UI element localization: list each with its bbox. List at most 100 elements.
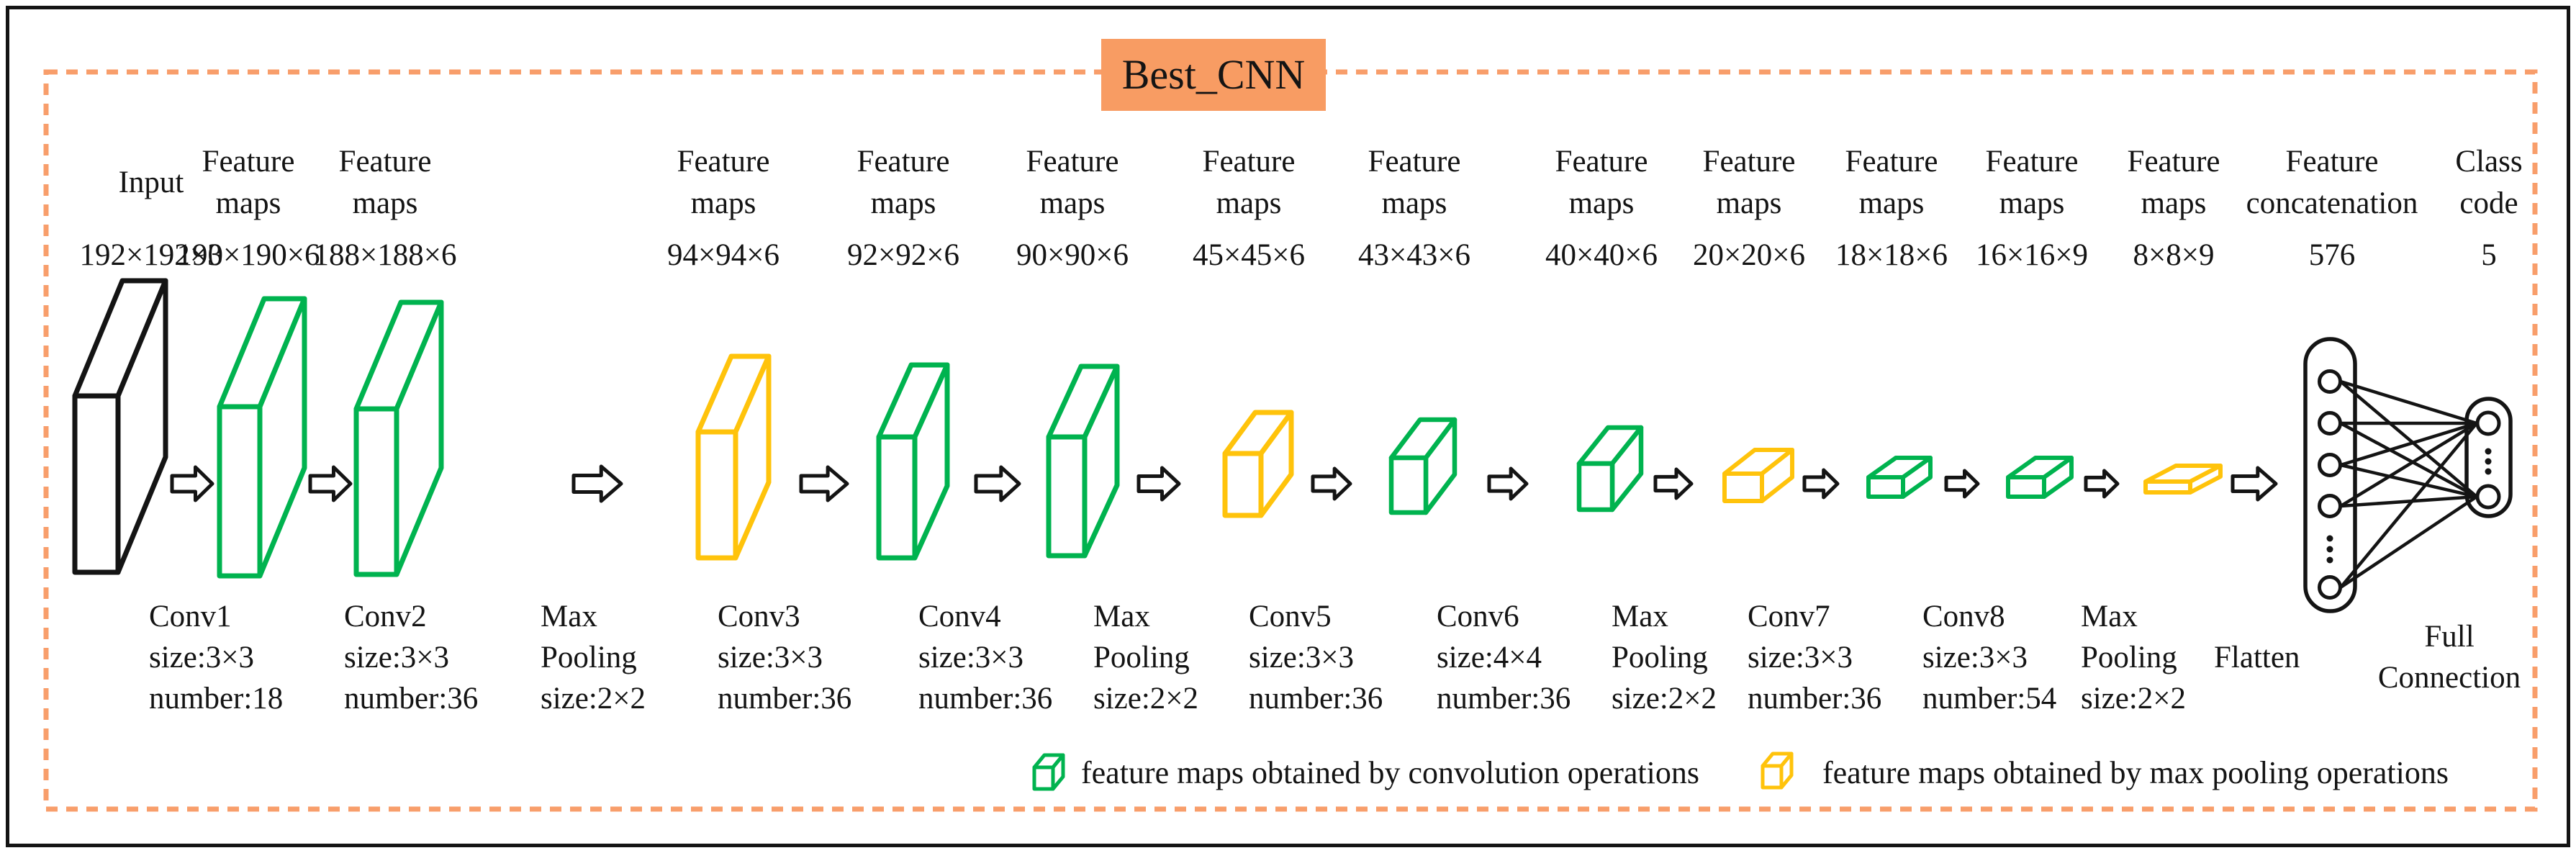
flow-arrow — [1487, 466, 1529, 501]
layer-label-input: Input 192×192×3 — [79, 141, 222, 276]
neuron-node — [2318, 494, 2342, 518]
conv-feature-map-box — [1576, 461, 1615, 513]
neuron-node — [2318, 411, 2342, 435]
layer-dim: 16×16×9 — [1975, 238, 2089, 272]
ellipsis-dot — [2485, 468, 2492, 475]
pool-feature-map-box — [1722, 471, 1764, 503]
ellipsis-dot — [2326, 535, 2333, 542]
flow-arrow — [571, 464, 623, 503]
ellipsis-dot — [2326, 556, 2333, 564]
pool-feature-map-box — [1222, 451, 1264, 518]
flow-arrow — [799, 465, 849, 502]
flow-arrow — [1653, 467, 1694, 500]
pool-feature-map-box — [695, 429, 738, 561]
flow-arrow — [974, 465, 1021, 502]
neuron-node — [2475, 484, 2501, 510]
neuron-node — [2475, 410, 2501, 436]
pool-feature-map-box — [2143, 479, 2192, 495]
flow-arrow — [170, 465, 214, 502]
connection-line — [2339, 422, 2478, 498]
connection-line — [2340, 379, 2477, 425]
connection-line — [2340, 495, 2477, 508]
layer-dim: 188×188×6 — [313, 238, 457, 272]
neuron-node — [2318, 453, 2342, 477]
layer-name: Input — [118, 166, 184, 199]
legend-conv-label: feature maps obtained by convolution ope… — [1081, 755, 1699, 790]
layer-dim: 18×18×6 — [1835, 238, 1948, 272]
layer-dim: 45×45×6 — [1192, 238, 1306, 272]
legend-pool-label: feature maps obtained by max pooling ope… — [1822, 755, 2449, 790]
conv-feature-map-box — [876, 434, 918, 561]
neuron-node — [2318, 575, 2342, 600]
connection-line — [2339, 422, 2478, 507]
conv-feature-map-box — [2006, 475, 2046, 499]
green-cube-icon — [1032, 765, 1055, 791]
layer-dim: 576 — [2308, 238, 2356, 272]
conv-feature-map-box — [217, 404, 263, 579]
connection-line — [2339, 495, 2478, 589]
ellipsis-dot — [2485, 448, 2492, 455]
connection-line — [2340, 463, 2477, 499]
input-box — [72, 393, 121, 575]
diagram-title: Best_CNN — [1101, 39, 1326, 111]
flow-arrow — [1311, 466, 1352, 501]
flow-arrow — [2231, 466, 2278, 502]
flow-arrow — [2084, 469, 2120, 499]
ellipsis-dot — [2326, 546, 2333, 553]
layer-dim: 190×190×6 — [176, 238, 320, 272]
neuron-node — [2318, 369, 2342, 394]
connection-line — [2339, 422, 2478, 589]
op-label-flatten: Flatten — [2214, 641, 2300, 674]
ellipsis-dot — [2485, 458, 2492, 465]
flow-arrow — [1802, 468, 1840, 500]
layer-dim: 8×8×9 — [2133, 238, 2215, 272]
conv-feature-map-box — [353, 406, 399, 577]
flow-arrow — [1944, 469, 1980, 499]
layer-dim: 40×40×6 — [1545, 238, 1658, 272]
conv-feature-map-box — [1866, 475, 1905, 499]
layer-dim: 192×192×3 — [79, 238, 223, 272]
connection-line — [2340, 421, 2477, 467]
layer-dim: 20×20×6 — [1692, 238, 1806, 272]
layer-dim: 92×92×6 — [846, 238, 960, 272]
connection-line — [2339, 380, 2478, 498]
